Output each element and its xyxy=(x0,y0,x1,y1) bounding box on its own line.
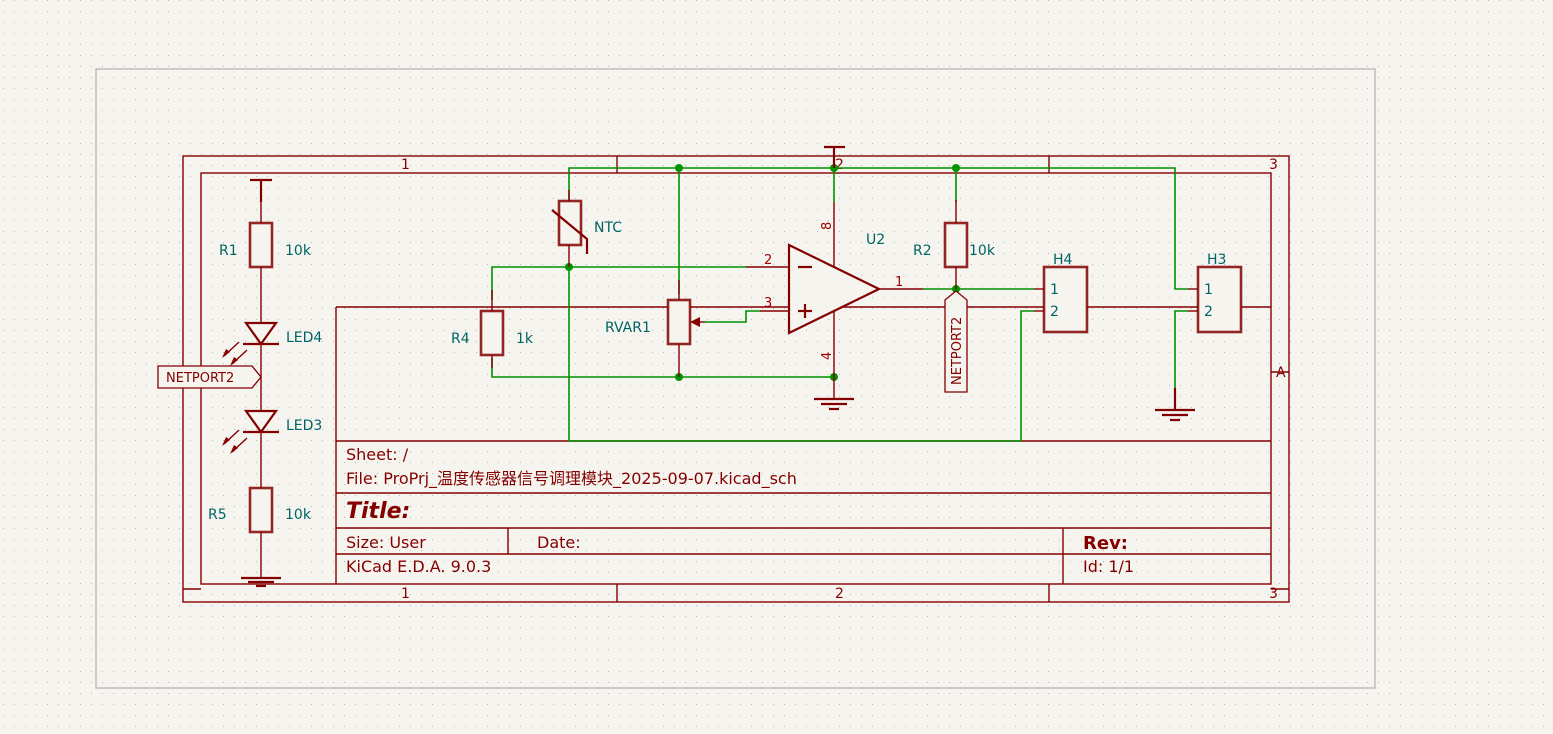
thermistor-ntc[interactable] xyxy=(551,190,589,267)
u2-pin-vminus: 4 xyxy=(820,352,835,360)
u2-pin-inv: 2 xyxy=(764,253,772,268)
u2-ref: U2 xyxy=(866,232,885,248)
title-block-sheet: Sheet: / xyxy=(346,445,409,464)
junction-dot xyxy=(952,164,960,172)
rvar1-ref: RVAR1 xyxy=(605,320,651,336)
netport2-left-text: NETPORT2 xyxy=(166,371,234,386)
netport2-right-text: NETPORT2 xyxy=(950,317,965,385)
h3-pin-1: 1 xyxy=(1204,282,1213,298)
border-row-a-right: A xyxy=(1276,365,1286,381)
net-label-netport2-right[interactable] xyxy=(944,290,968,393)
border-col-3-top: 3 xyxy=(1269,157,1278,173)
led-led4[interactable] xyxy=(222,321,279,366)
page-outline xyxy=(95,68,1376,689)
title-block-title: Title: xyxy=(346,499,410,524)
title-block-tool: KiCad E.D.A. 9.0.3 xyxy=(346,557,491,576)
r5-value: 10k xyxy=(285,507,312,523)
h4-pin-2: 2 xyxy=(1050,304,1059,320)
resistor-r1[interactable] xyxy=(248,221,274,269)
title-block-id: Id: 1/1 xyxy=(1083,557,1134,576)
border-col-2-top: 2 xyxy=(835,157,844,173)
title-block-size: Size: User xyxy=(346,533,426,552)
h4-ref: H4 xyxy=(1053,252,1073,268)
net-label-netport2-left[interactable] xyxy=(157,365,262,389)
r1-value: 10k xyxy=(285,243,312,259)
ground-symbol-opamp[interactable] xyxy=(814,377,854,411)
ground-symbol-left[interactable] xyxy=(241,576,281,588)
u2-pin-vplus: 8 xyxy=(820,222,835,230)
border-col-1-top: 1 xyxy=(401,157,410,173)
ntc-ref: NTC xyxy=(594,220,622,236)
h3-ref: H3 xyxy=(1207,252,1226,268)
r4-value: 1k xyxy=(516,331,534,347)
border-col-1-bottom: 1 xyxy=(401,586,410,602)
r1-ref: R1 xyxy=(219,243,238,259)
r2-ref: R2 xyxy=(913,243,932,259)
u2-pin-noninv: 3 xyxy=(764,296,772,311)
border-col-3-bottom: 3 xyxy=(1269,586,1278,602)
junction-dot xyxy=(675,164,683,172)
resistor-r4[interactable] xyxy=(479,290,505,368)
h3-pin-2: 2 xyxy=(1204,304,1213,320)
opamp-u2[interactable] xyxy=(746,145,923,377)
resistor-r2[interactable] xyxy=(943,200,969,289)
led4-ref: LED4 xyxy=(286,330,322,346)
r5-ref: R5 xyxy=(208,507,227,523)
connector-h4[interactable] xyxy=(1034,265,1089,334)
led-led3[interactable] xyxy=(222,409,279,454)
u2-pin-out: 1 xyxy=(895,275,903,290)
potentiometer-rvar1[interactable] xyxy=(666,280,705,377)
wires[interactable] xyxy=(491,167,1188,442)
r2-value: 10k xyxy=(969,243,996,259)
resistor-r5[interactable] xyxy=(248,486,274,534)
led3-ref: LED3 xyxy=(286,418,322,434)
border-col-2-bottom: 2 xyxy=(835,586,844,602)
title-block-date: Date: xyxy=(537,533,581,552)
title-block-rev: Rev: xyxy=(1083,533,1128,554)
ground-symbol-right[interactable] xyxy=(1155,388,1195,422)
power-flag-top-left[interactable] xyxy=(250,178,272,202)
r4-ref: R4 xyxy=(451,331,470,347)
title-block-file: File: ProPrj_温度传感器信号调理模块_2025-09-07.kica… xyxy=(346,469,797,489)
connector-h3[interactable] xyxy=(1188,265,1243,334)
h4-pin-1: 1 xyxy=(1050,282,1059,298)
